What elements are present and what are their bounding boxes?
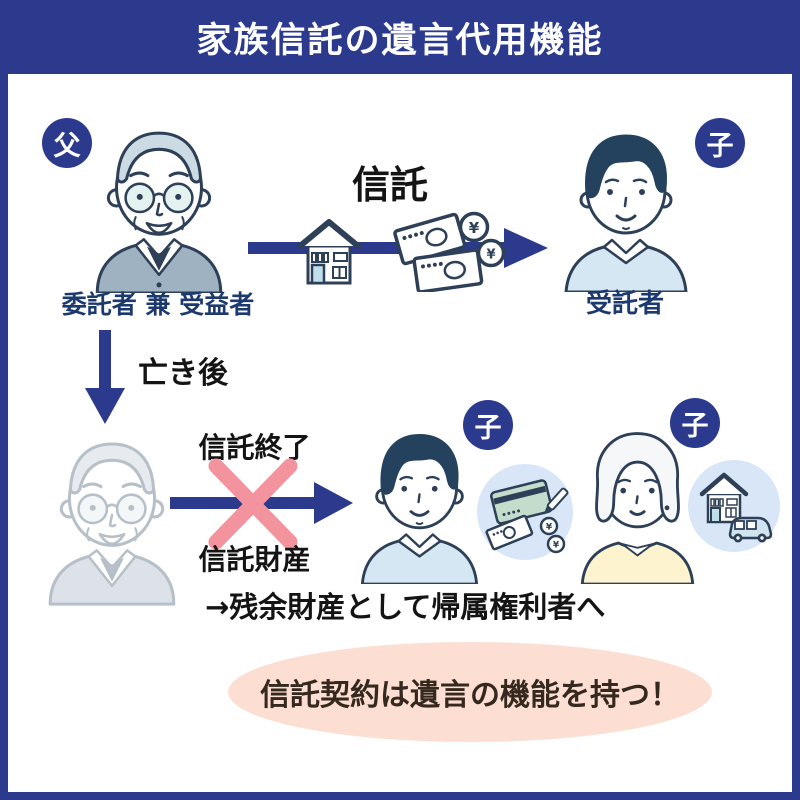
father-badge-label: 父 — [53, 130, 81, 162]
father-badge: 父 — [42, 118, 92, 168]
trust-assets-label: 信託財産 — [198, 543, 311, 576]
conclusion-text: 信託契約は遺言の機能を持つ！ — [260, 678, 680, 713]
svg-text:¥: ¥ — [469, 219, 480, 237]
after-death-label: 亡き後 — [138, 356, 228, 391]
terminated-arrow — [170, 458, 353, 550]
car-icon — [728, 516, 773, 543]
assets-circle-property — [688, 460, 780, 552]
yen-coin-icon: ¥ ¥ — [458, 211, 506, 268]
child-badge-top-label: 子 — [706, 130, 734, 162]
child1-illustration — [360, 434, 479, 584]
svg-text:¥: ¥ — [486, 248, 495, 263]
child2-badge-label: 子 — [681, 410, 709, 442]
son-trustee-illustration — [564, 134, 688, 292]
pen-icon — [543, 487, 569, 515]
yen-coin-icon: ¥ ¥ — [539, 516, 566, 554]
child1-badge-label: 子 — [474, 412, 502, 444]
svg-text:¥: ¥ — [546, 523, 553, 533]
earring-icon — [664, 505, 670, 511]
child2-illustration — [580, 432, 695, 584]
trust-label: 信託 — [351, 163, 428, 207]
child2-badge: 子 — [670, 398, 720, 448]
trust-end-label: 信託終了 — [198, 431, 311, 464]
money-bills-icon — [485, 514, 534, 551]
child1-badge: 子 — [463, 400, 513, 450]
deceased-father-illustration — [48, 442, 176, 606]
svg-text:¥: ¥ — [553, 541, 560, 551]
header-band: 家族信託の遺言代用機能 — [0, 0, 800, 74]
page-title: 家族信託の遺言代用機能 — [196, 20, 604, 61]
assets-circle-financial: ¥ ¥ — [477, 464, 573, 560]
financial-assets-icons: ¥ ¥ — [485, 479, 569, 554]
trustee-label: 受託者 — [585, 289, 664, 319]
settlor-beneficiary-label: 委託者 兼 受益者 — [61, 290, 255, 319]
money-bills-icon: ¥ ¥ — [393, 211, 506, 292]
residual-assets-note: →残余財産として帰属権利者へ — [205, 590, 606, 624]
death-arrow-icon — [85, 330, 125, 424]
x-mark-icon — [208, 458, 298, 550]
conclusion-bubble: 信託契約は遺言の機能を持つ！ — [228, 642, 712, 742]
house-icon — [297, 219, 361, 285]
father-illustration — [95, 131, 223, 293]
property-assets-icons — [699, 472, 773, 543]
child-badge-top: 子 — [695, 118, 745, 168]
house-icon — [699, 472, 749, 524]
